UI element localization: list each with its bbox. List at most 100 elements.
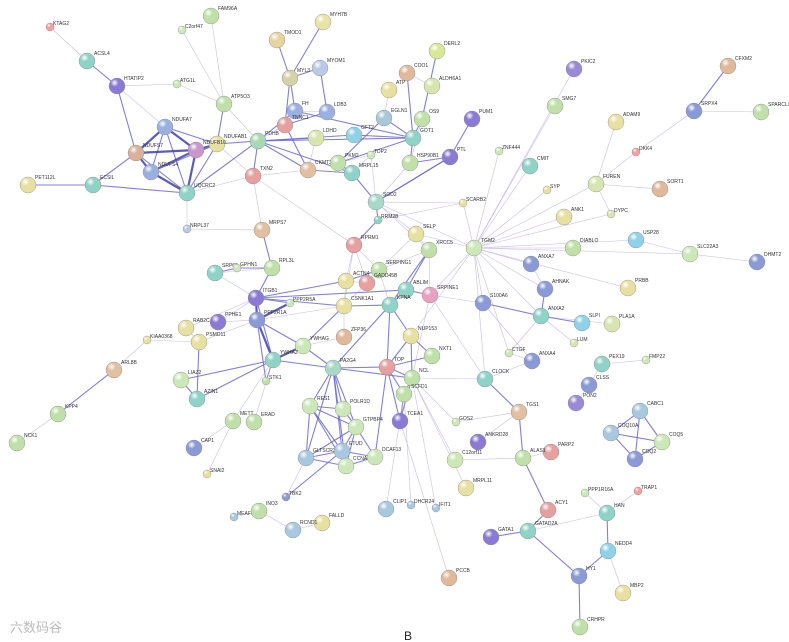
node-sphere[interactable] [580, 376, 598, 394]
node-rcnd1[interactable]: RCND1 [284, 520, 317, 539]
node-rprm1[interactable]: RPRM1 [345, 235, 379, 254]
node-gos2[interactable]: GOS2 [451, 416, 473, 427]
node-sphere[interactable] [156, 118, 174, 136]
node-sphere[interactable] [313, 514, 331, 532]
node-znf444[interactable]: ZNF444 [494, 145, 520, 156]
node-sphere[interactable] [281, 69, 299, 87]
node-anxa7[interactable]: ANXA7 [522, 254, 555, 273]
node-gata1[interactable]: GATA1 [482, 527, 514, 546]
node-sphere[interactable] [108, 77, 126, 95]
node-os9[interactable]: OS9 [413, 109, 439, 128]
node-sphere[interactable] [420, 241, 438, 259]
node-pccb[interactable]: PCCB [440, 568, 471, 587]
node-dkk4[interactable]: DKK4 [631, 146, 652, 157]
node-srp68[interactable]: SRP68 [206, 263, 238, 282]
node-sphere[interactable] [127, 144, 145, 162]
node-sphere[interactable] [539, 501, 557, 519]
node-sphere[interactable] [185, 439, 203, 457]
node-sphere[interactable] [451, 417, 461, 427]
node-ankrd28[interactable]: ANKRD28 [469, 432, 508, 451]
node-fh[interactable]: FH [286, 101, 309, 120]
node-coq5[interactable]: COQ5 [653, 432, 683, 451]
node-sphere[interactable] [377, 500, 395, 518]
node-ppp1r16a[interactable]: PPP1R16A [580, 487, 614, 498]
node-sphere[interactable] [337, 457, 355, 475]
node-derl2[interactable]: DERL2 [428, 41, 460, 60]
node-sphere[interactable] [573, 314, 591, 332]
node-sphere[interactable] [626, 450, 644, 468]
node-furen[interactable]: FUREN [587, 174, 621, 193]
node-mrpl11[interactable]: MRPL11 [457, 478, 492, 497]
node-sphere[interactable] [413, 110, 431, 128]
node-nedd4[interactable]: NEDD4 [599, 541, 632, 560]
node-gadd45b[interactable]: GADD45B [358, 273, 398, 292]
node-ppp2r5a[interactable]: PPP2R5A [285, 297, 316, 308]
node-sphere[interactable] [206, 264, 224, 282]
node-nxt1[interactable]: NXT1 [423, 346, 452, 365]
node-ppp2r1a[interactable]: PPP2R1A [248, 310, 287, 329]
node-sphere[interactable] [370, 261, 388, 279]
node-myom1[interactable]: MYOM1 [311, 58, 346, 77]
node-sphere[interactable] [249, 132, 267, 150]
node-sphere[interactable] [519, 522, 537, 540]
node-sphere[interactable] [571, 618, 589, 636]
node-arl8b[interactable]: ARL8B [105, 360, 138, 379]
node-acsl4[interactable]: ACSL4 [78, 51, 110, 70]
node-sphere[interactable] [614, 584, 632, 602]
node-sphere[interactable] [391, 412, 409, 430]
node-sphere[interactable] [19, 176, 37, 194]
node-zfp36[interactable]: ZFP36 [335, 327, 366, 346]
node-sphere[interactable] [599, 542, 617, 560]
node-sphere[interactable] [215, 95, 233, 113]
node-sphere[interactable] [333, 442, 351, 460]
node-sphere[interactable] [402, 327, 420, 345]
node-pla1a[interactable]: PLA1A [603, 314, 635, 333]
node-anxa2[interactable]: ANXA2 [532, 306, 565, 325]
node-gltscr2[interactable]: GLTSCR2 [297, 448, 336, 467]
node-sphere[interactable] [510, 403, 528, 421]
node-pex19[interactable]: PEX19 [593, 354, 625, 373]
node-actn4[interactable]: ACTN4 [337, 271, 370, 290]
node-sphere[interactable] [177, 319, 195, 337]
node-sphere[interactable] [407, 225, 425, 243]
node-sphere[interactable] [428, 42, 446, 60]
node-sphere[interactable] [334, 400, 352, 418]
node-sphere[interactable] [105, 361, 123, 379]
node-sphere[interactable] [440, 569, 458, 587]
node-cfxm2[interactable]: CFXM2 [719, 56, 752, 75]
node-sphere[interactable] [232, 263, 242, 273]
node-sphere[interactable] [142, 335, 152, 345]
node-sphere[interactable] [172, 79, 182, 89]
node-mrps7[interactable]: MRPS7 [253, 220, 286, 239]
node-sphere[interactable] [276, 116, 294, 134]
node-sphere[interactable] [343, 164, 361, 182]
node-sphere[interactable] [685, 102, 703, 120]
node-ldhd[interactable]: LDHD [307, 128, 337, 147]
node-sphere[interactable] [398, 64, 416, 82]
node-sphere[interactable] [250, 502, 268, 520]
node-sphere[interactable] [406, 500, 416, 510]
node-erad[interactable]: ERAD [245, 412, 275, 431]
node-tbk2[interactable]: TBK2 [281, 491, 302, 502]
node-pa2g4[interactable]: PA2G4 [324, 358, 356, 377]
node-sparcl1[interactable]: SPARCL1 [752, 102, 789, 121]
node-sphere[interactable] [542, 443, 560, 461]
node-aldh6a1[interactable]: ALDH6A1 [423, 76, 461, 95]
node-ldb3[interactable]: LDB3 [318, 102, 347, 121]
node-sphere[interactable] [602, 424, 620, 442]
node-sphere[interactable] [627, 231, 645, 249]
node-sphere[interactable] [532, 307, 550, 325]
node-sphere[interactable] [381, 296, 399, 314]
node-sphere[interactable] [329, 154, 347, 172]
node-tnnc1[interactable]: TNNC1 [276, 115, 309, 134]
node-sphere[interactable] [403, 369, 421, 387]
node-ywhaz[interactable]: YWHAZ [264, 350, 298, 369]
node-nrpl37[interactable]: NRPL37 [182, 223, 209, 234]
node-sphere[interactable] [633, 486, 643, 496]
node-sphere[interactable] [569, 338, 579, 348]
node-ifit1[interactable]: IFIT1 [431, 502, 451, 513]
node-sphere[interactable] [536, 280, 554, 298]
node-top[interactable]: TOP [378, 357, 405, 376]
node-sphere[interactable] [78, 52, 96, 70]
node-sphere[interactable] [681, 245, 699, 263]
